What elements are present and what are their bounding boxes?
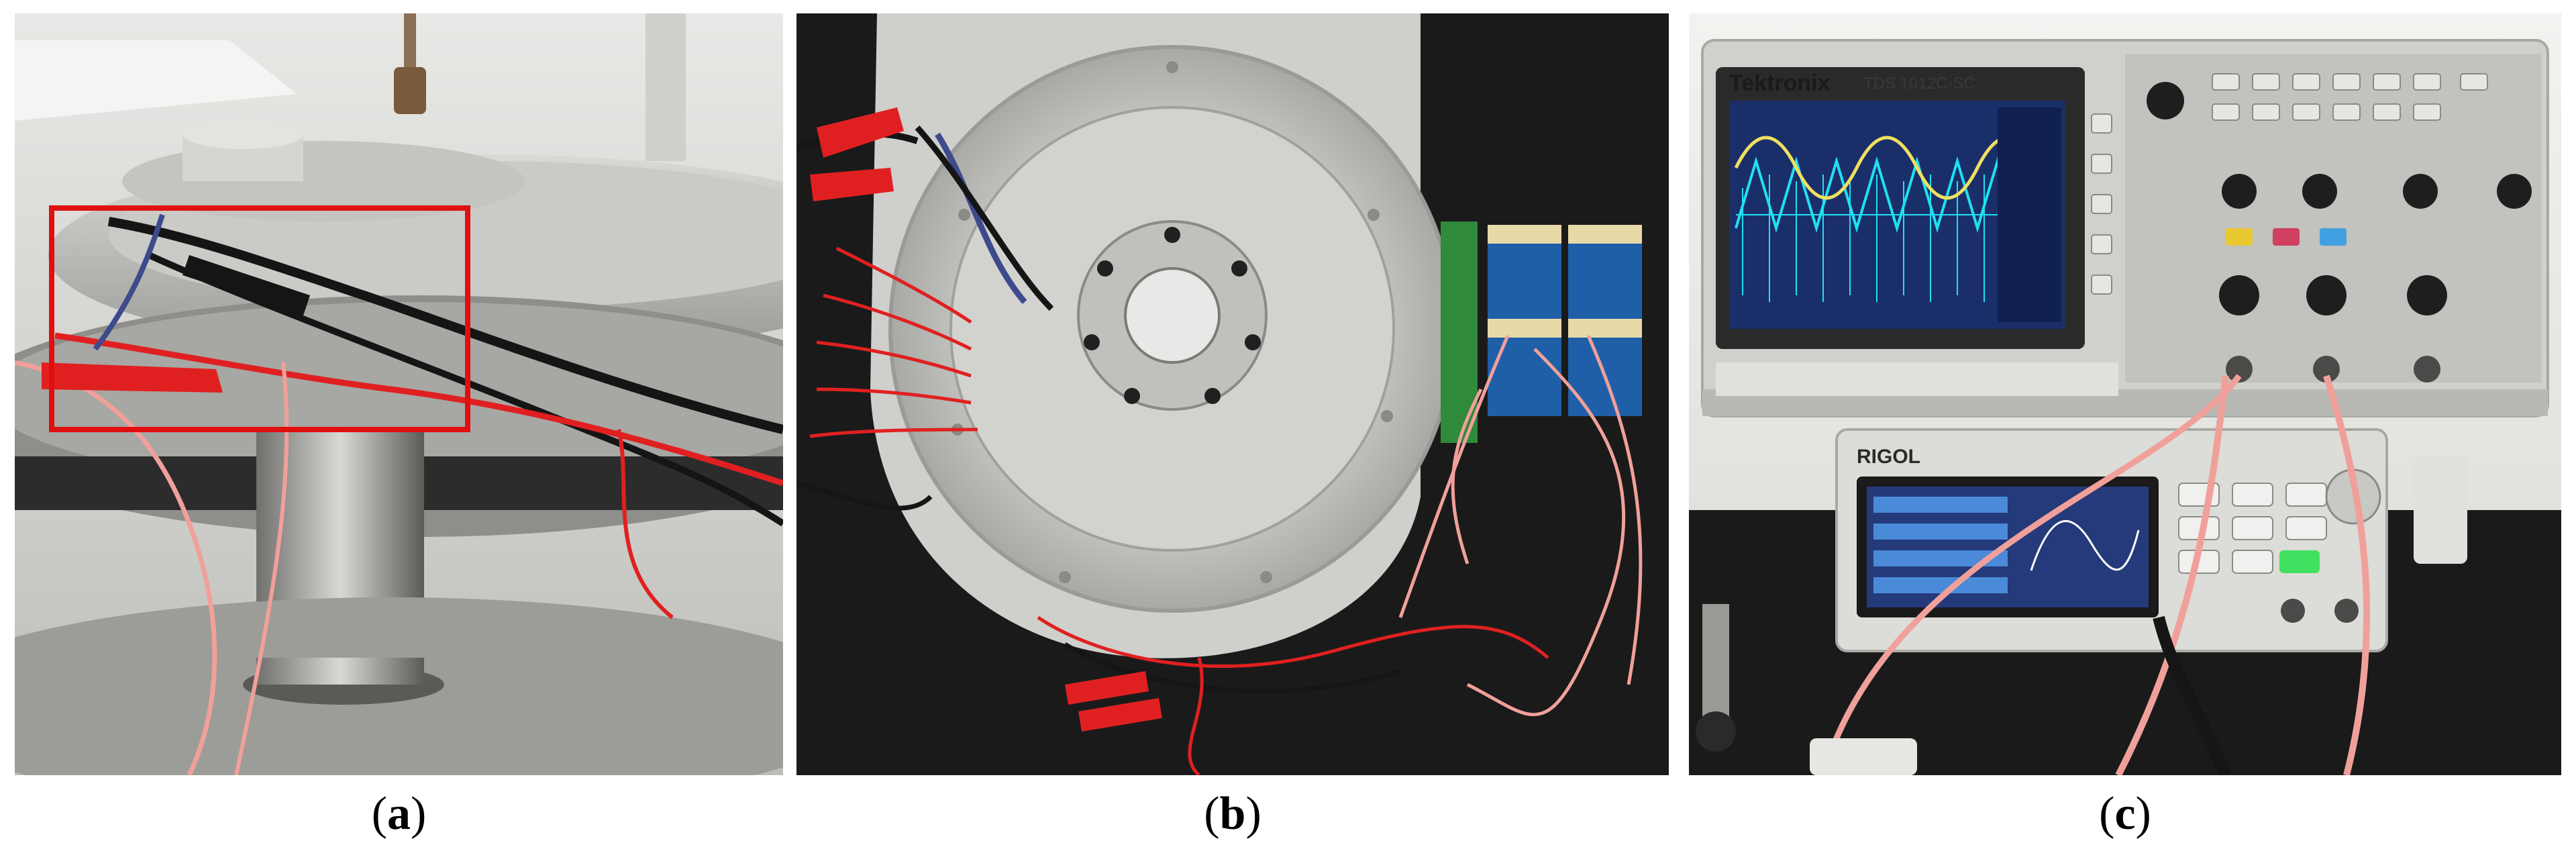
caption-c-open: ( [2099, 788, 2115, 840]
generator-brand: RIGOL [1857, 446, 1920, 468]
highlight-box [49, 205, 470, 432]
caption-b-open: ( [1204, 788, 1220, 840]
caption-b: (b) [796, 784, 1669, 844]
caption-b-letter: b [1219, 788, 1246, 840]
caption-c-letter: c [2114, 788, 2136, 840]
caption-a-close: ) [411, 788, 427, 840]
caption-a-letter: a [387, 788, 411, 840]
oscilloscope-model: TDS 1012C-SC [1863, 74, 1975, 93]
photo-a-illustration [15, 13, 783, 775]
oscilloscope-brand: Tektronix [1729, 70, 1831, 96]
caption-c-close: ) [2135, 788, 2151, 840]
photo-b-illustration [796, 13, 1669, 775]
caption-a: (a) [15, 784, 783, 844]
caption-c: (c) [1689, 784, 2561, 844]
photo-panel-b [796, 13, 1669, 775]
photo-panel-c: Tektronix TDS 1012C-SC [1689, 13, 2561, 775]
caption-a-open: ( [371, 788, 387, 840]
photo-c-illustration: Tektronix TDS 1012C-SC [1689, 13, 2561, 775]
photo-panel-a [15, 13, 783, 775]
caption-b-close: ) [1245, 788, 1261, 840]
